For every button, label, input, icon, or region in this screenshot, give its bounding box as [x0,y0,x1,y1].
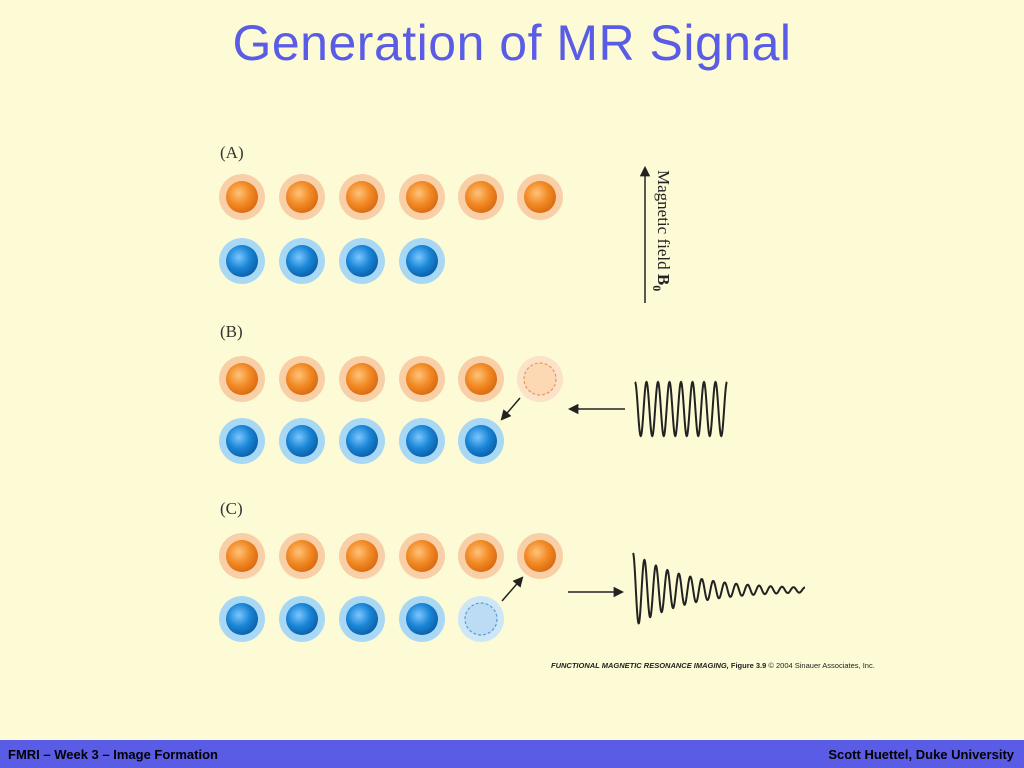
faded-orange-spin [517,356,563,402]
orange-spin [458,533,504,579]
orange-spin [279,174,325,220]
panel-label-c: (C) [220,499,243,518]
faded-blue-spin [458,596,504,642]
spin-grid [219,174,563,642]
spin-relax-up-arrow [501,576,524,602]
blue-spin [399,596,445,642]
blue-spin [399,418,445,464]
footer-course-title: FMRI – Week 3 – Image Formation [8,747,218,762]
orange-spin [219,533,265,579]
orange-spin [219,356,265,402]
footer-bar: FMRI – Week 3 – Image Formation Scott Hu… [0,740,1024,768]
blue-spin [339,596,385,642]
figure-credit: FUNCTIONAL MAGNETIC RESONANCE IMAGING, F… [551,661,875,670]
blue-spin [279,418,325,464]
blue-spin [339,418,385,464]
rf-pulse-wave [634,380,728,438]
spin-flip-down-arrow [500,397,521,421]
orange-spin [458,356,504,402]
blue-spin [219,596,265,642]
decaying-signal-wave [632,552,806,625]
panel-label-b: (B) [220,322,243,341]
orange-spin [399,174,445,220]
orange-spin [399,356,445,402]
orange-spin [517,174,563,220]
orange-spin [517,533,563,579]
blue-spin [219,238,265,284]
mr-signal-figure: (A) (B) (C) Magnetic field B0 FUNCTIONAL… [219,143,875,670]
magnetic-field-label: Magnetic field B0 [650,170,673,291]
orange-spin [458,174,504,220]
slide-title: Generation of MR Signal [232,15,792,71]
orange-spin [279,533,325,579]
blue-spin [399,238,445,284]
panel-label-a: (A) [220,143,244,162]
blue-spin [279,596,325,642]
blue-spin [458,418,504,464]
orange-spin [339,533,385,579]
blue-spin [279,238,325,284]
footer-author: Scott Huettel, Duke University [828,747,1014,762]
orange-spin [279,356,325,402]
orange-spin [339,174,385,220]
orange-spin [219,174,265,220]
orange-spin [399,533,445,579]
orange-spin [339,356,385,402]
blue-spin [219,418,265,464]
blue-spin [339,238,385,284]
